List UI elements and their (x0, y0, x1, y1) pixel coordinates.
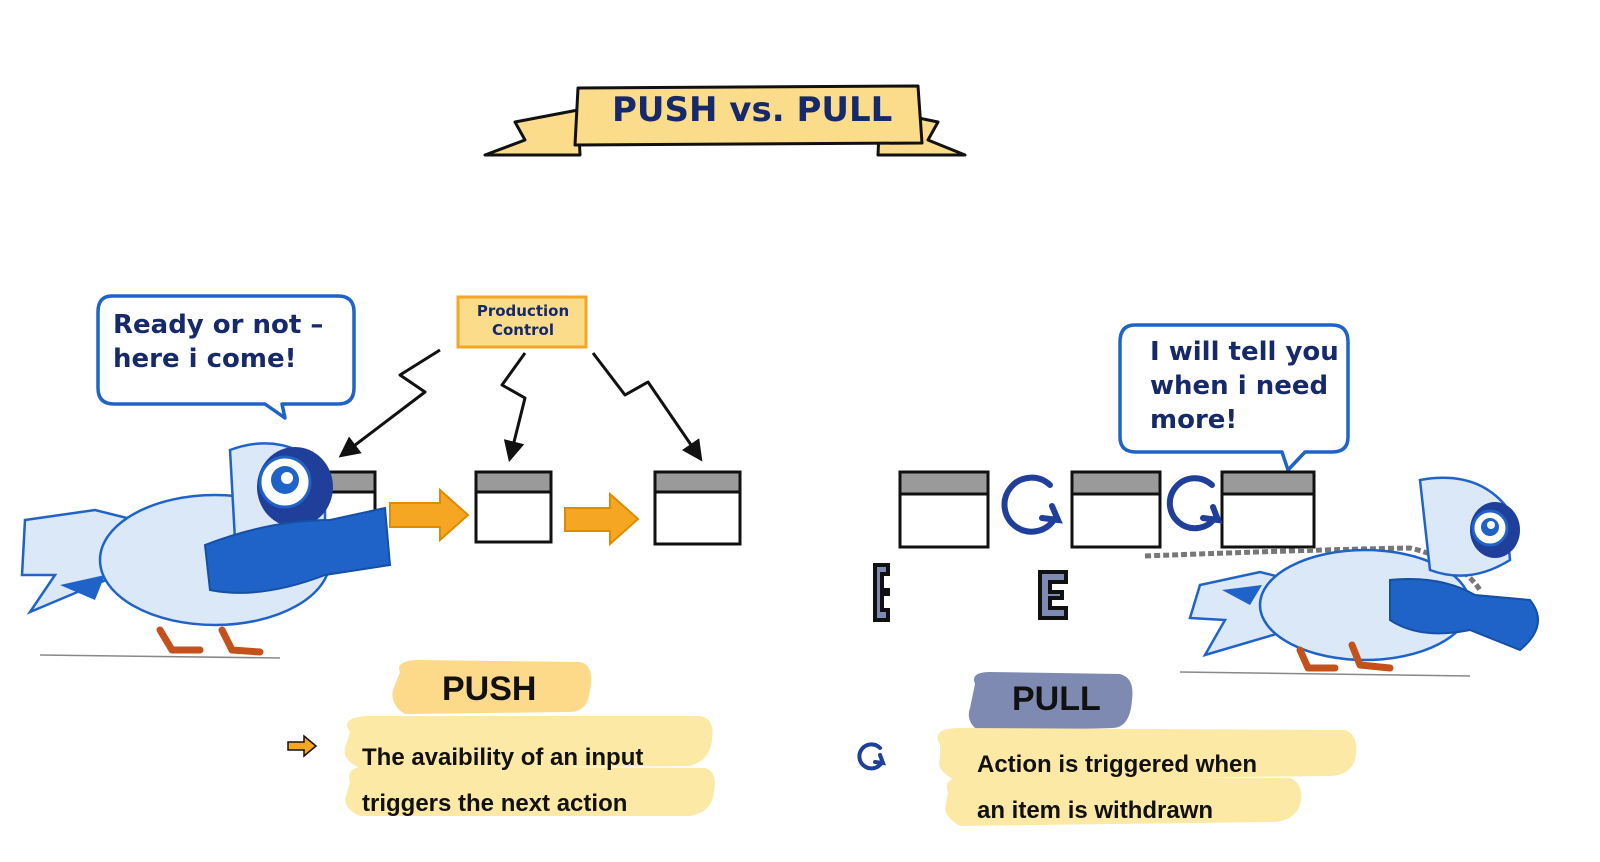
pull-speech-line: more! (1150, 405, 1238, 435)
kanban-card-icon (1070, 470, 1162, 549)
production-control-line: Production (476, 302, 570, 320)
title-banner (483, 84, 967, 157)
production-control-label: Production Control (458, 302, 588, 340)
push-bird-mascot (20, 442, 392, 659)
push-desc-highlight (344, 716, 713, 768)
pull-description-line: an item is withdrawn (977, 797, 1214, 824)
push-speech-line: Ready or not – (113, 310, 324, 340)
lightning-arrow-icon (338, 348, 703, 463)
pull-speech-text: I will tell you when i need more! (1150, 335, 1339, 437)
withdrawal-marker (873, 563, 1068, 622)
pull-label-highlight (968, 672, 1133, 732)
pull-speech-line: I will tell you (1150, 337, 1339, 367)
kanban-card-icon (898, 470, 990, 549)
push-speech-text: Ready or not – here i come! (113, 308, 323, 376)
speech-bubble-left (96, 294, 356, 420)
pull-cycle-icon (857, 742, 887, 771)
pull-description: Action is triggered when an item is with… (977, 742, 1257, 834)
speech-bubble-right (1118, 323, 1350, 472)
push-desc-highlight (345, 766, 715, 816)
pull-speech-line: when i need (1150, 371, 1329, 401)
push-speech-line: here i come! (113, 344, 297, 374)
pull-desc-highlight (937, 728, 1357, 780)
kanban-card-icon (474, 470, 553, 544)
pull-desc-highlight (945, 776, 1302, 826)
pull-cycle-icon (1166, 475, 1223, 532)
push-arrow-icon (287, 734, 318, 758)
push-arrow-icon (389, 487, 640, 547)
push-description-line: triggers the next action (362, 790, 628, 817)
pull-label: PULL (1012, 680, 1101, 718)
kanban-card-icon (653, 470, 742, 546)
pull-cycle-icon (1001, 474, 1063, 535)
production-control-box (456, 295, 588, 349)
push-description-line: The avaibility of an input (362, 744, 644, 771)
push-label-highlight (392, 660, 592, 714)
pull-description-line: Action is triggered when (977, 751, 1258, 778)
production-control-line: Control (491, 321, 554, 339)
push-label: PUSH (442, 670, 537, 708)
page-title: PUSH vs. PULL (612, 90, 893, 130)
kanban-card-icon (1220, 470, 1316, 549)
push-description: The avaibility of an input triggers the … (362, 735, 643, 827)
pull-bird-mascot (1179, 476, 1539, 677)
